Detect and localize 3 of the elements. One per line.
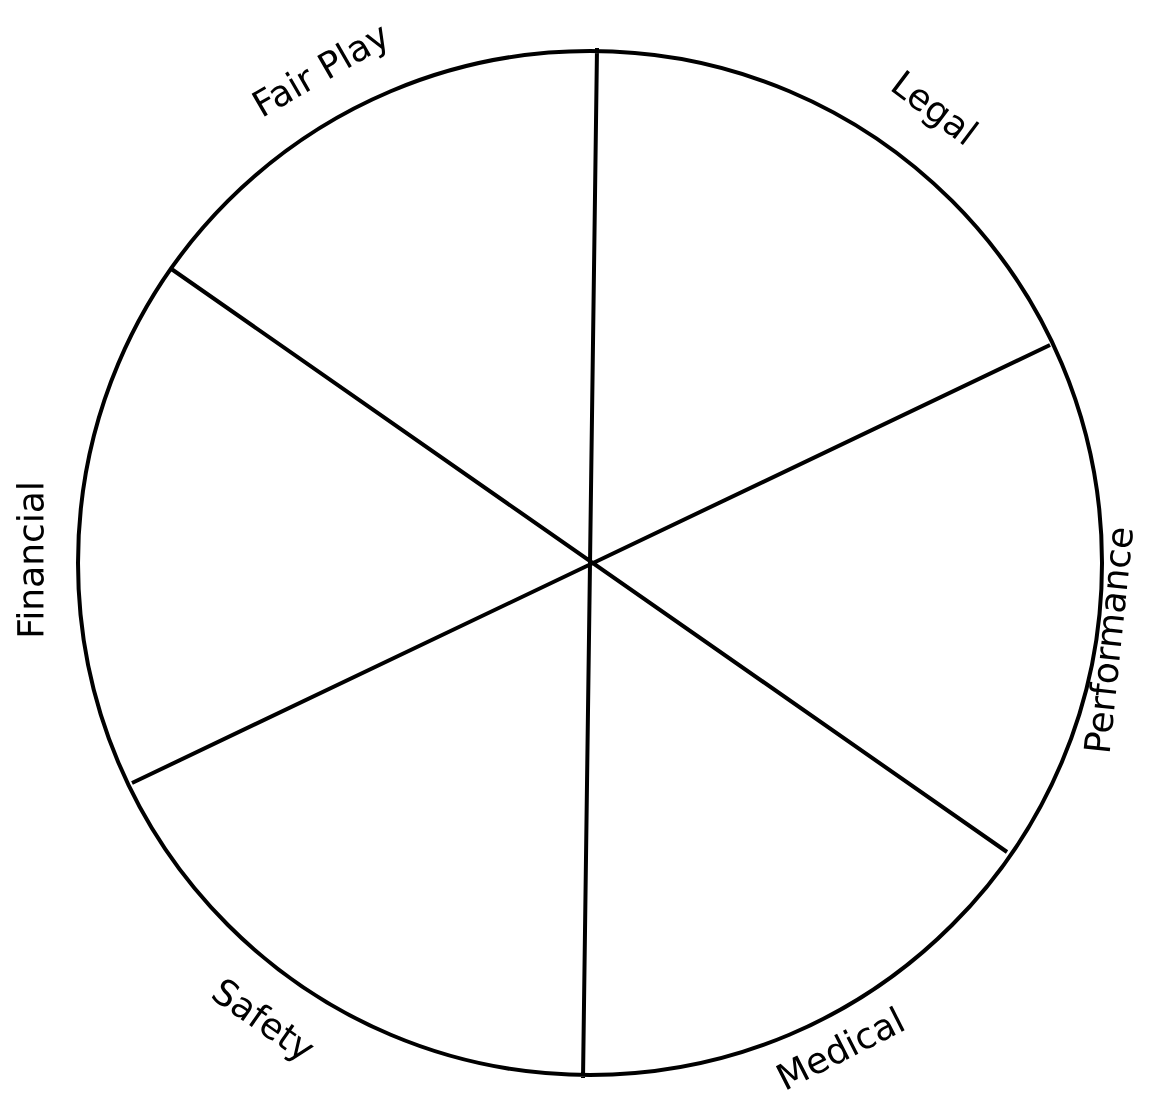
sector-label: Fair Play <box>251 26 386 117</box>
sector-label: Performance <box>1083 528 1133 752</box>
sector-label: Financial <box>16 484 44 636</box>
